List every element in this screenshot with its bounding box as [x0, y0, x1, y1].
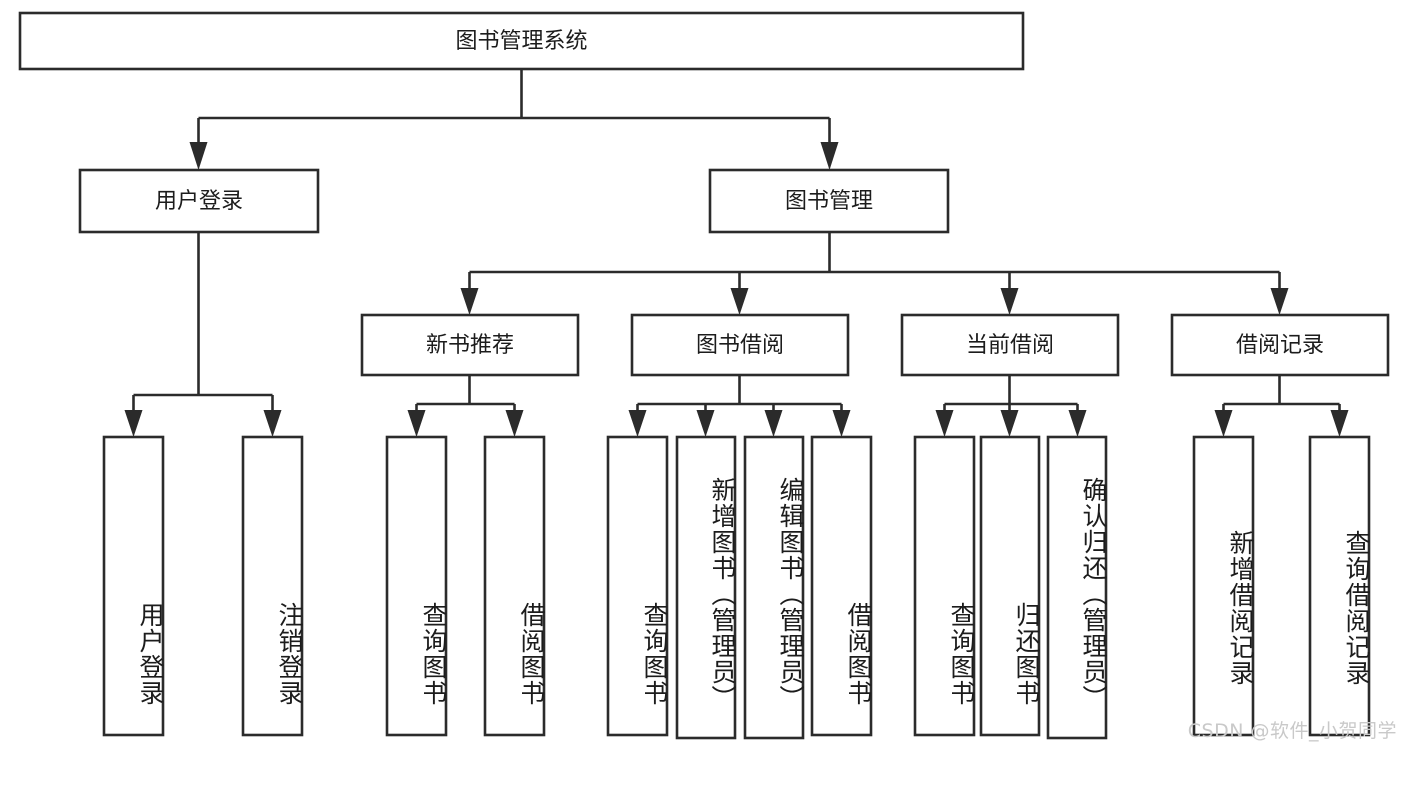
arrow-head-leaf-logout-login [263, 410, 282, 437]
node-user-login-box[interactable] [78, 168, 320, 234]
leaf-query-book-cur-box[interactable] [913, 435, 976, 737]
node-borrow-record-label: 借阅记录 [1236, 333, 1324, 358]
connector-group-new-book-rec-leaves [407, 375, 524, 437]
node-root-box[interactable] [18, 11, 1025, 71]
node-book-manage[interactable]: 图书管理 [708, 168, 950, 234]
connector-group-book-borrow-leaves [628, 375, 851, 437]
arrow-head-user-login [189, 142, 208, 170]
node-current-borrow-box[interactable] [900, 313, 1120, 377]
leaf-edit-book-box[interactable] [743, 435, 805, 740]
arrow-head-new-book-rec [460, 288, 479, 315]
arrow-head-leaf-query-book-cur [935, 410, 954, 437]
diagram-canvas: 图书管理系统 用户登录 图书管理 新书推荐 图书借阅 当前借阅 借阅记录 [18, 11, 1397, 742]
connector-group-current-borrow-leaves [935, 375, 1087, 437]
arrow-head-leaf-add-book [696, 410, 715, 437]
node-book-borrow[interactable]: 图书借阅 [630, 313, 850, 377]
arrow-head-leaf-edit-book [764, 410, 783, 437]
leaf-query-book-rec-box[interactable] [385, 435, 448, 737]
arrow-head-current-borrow [1000, 288, 1019, 315]
arrow-head-leaf-user-login [124, 410, 143, 437]
arrow-head-leaf-add-record [1214, 410, 1233, 437]
node-borrow-record[interactable]: 借阅记录 [1170, 313, 1390, 377]
arrow-head-leaf-borrow-book-rec [505, 410, 524, 437]
node-root[interactable]: 图书管理系统 [18, 11, 1025, 71]
node-root-label: 图书管理系统 [455, 29, 587, 54]
connector-group-user-login-leaves [124, 232, 282, 437]
node-current-borrow-label: 当前借阅 [966, 333, 1054, 358]
leaf-query-book-borrow-box[interactable] [606, 435, 669, 737]
node-current-borrow[interactable]: 当前借阅 [900, 313, 1120, 377]
arrow-head-borrow-record [1270, 288, 1289, 315]
connector-group-root-to-level2 [189, 69, 839, 170]
leaf-borrow-book-rec-box[interactable] [483, 435, 546, 737]
tree-diagram-svg: 图书管理系统 用户登录 图书管理 新书推荐 图书借阅 当前借阅 借阅记录 [18, 11, 1390, 740]
arrow-head-book-borrow [730, 288, 749, 315]
leaf-return-book-box[interactable] [979, 435, 1041, 737]
leaf-add-book-box[interactable] [675, 435, 737, 740]
leaf-add-record-box[interactable] [1192, 435, 1255, 737]
arrow-head-leaf-query-book-borrow [628, 410, 647, 437]
node-user-login[interactable]: 用户登录 [78, 168, 320, 234]
node-new-book-rec-label: 新书推荐 [426, 333, 514, 358]
arrow-head-leaf-confirm-return [1068, 410, 1087, 437]
arrow-head-leaf-query-record [1330, 410, 1349, 437]
leaf-confirm-return-box[interactable] [1046, 435, 1108, 740]
arrow-head-leaf-borrow-book [832, 410, 851, 437]
leaf-user-login-box[interactable] [102, 435, 165, 737]
csdn-watermark: CSDN @软件_小贺同学 [1187, 720, 1397, 742]
leaf-query-record-box[interactable] [1308, 435, 1371, 737]
node-user-login-label: 用户登录 [155, 189, 243, 214]
connector-group-borrow-record-leaves [1214, 375, 1349, 437]
node-new-book-rec[interactable]: 新书推荐 [360, 313, 580, 377]
node-book-manage-label: 图书管理 [785, 189, 873, 214]
arrow-head-leaf-query-book-rec [407, 410, 426, 437]
arrow-head-book-manage [820, 142, 839, 170]
node-book-manage-box[interactable] [708, 168, 950, 234]
arrow-head-leaf-return-book [1000, 410, 1019, 437]
leaf-logout-login-box[interactable] [241, 435, 304, 737]
node-book-borrow-box[interactable] [630, 313, 850, 377]
node-book-borrow-label: 图书借阅 [696, 333, 784, 358]
connector-group-book-manage-to-level3 [460, 232, 1289, 315]
node-new-book-rec-box[interactable] [360, 313, 580, 377]
leaf-borrow-book-box[interactable] [810, 435, 873, 737]
node-borrow-record-box[interactable] [1170, 313, 1390, 377]
